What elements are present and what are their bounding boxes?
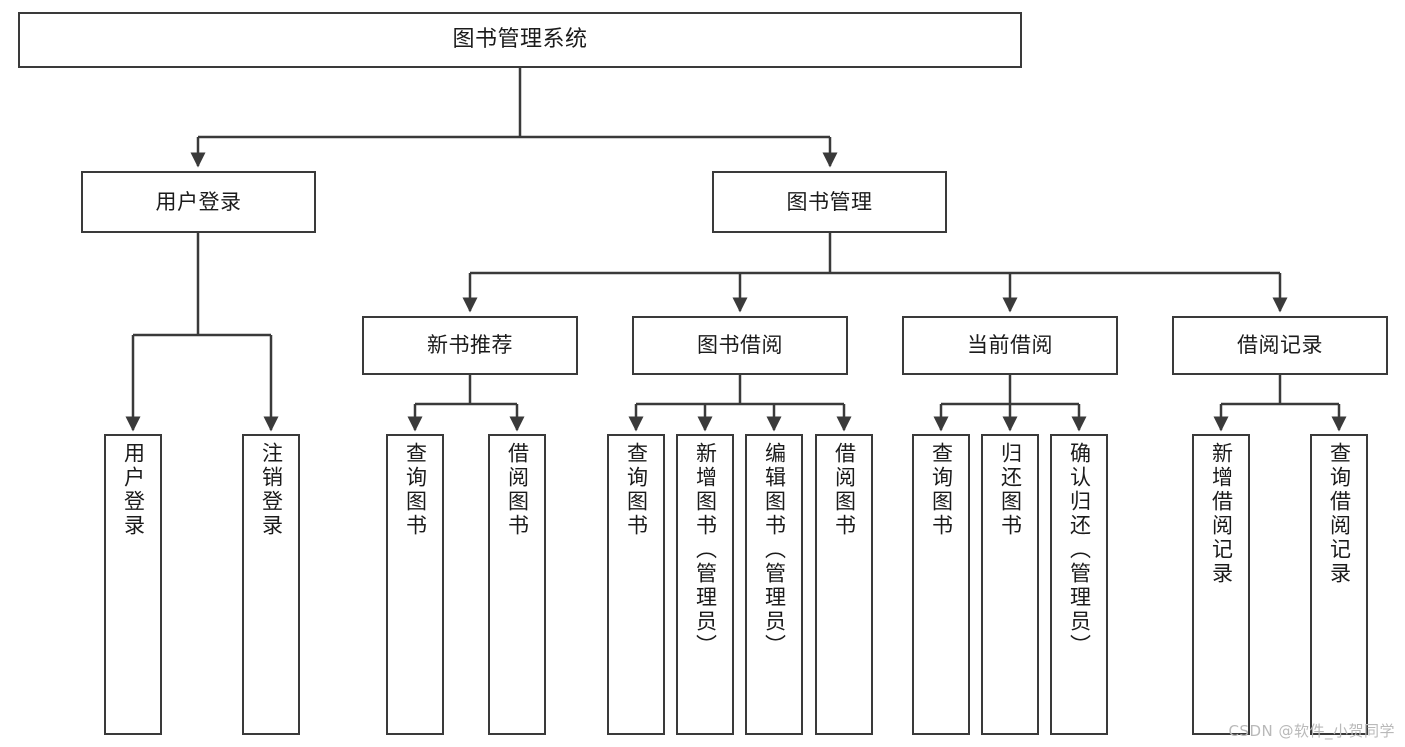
- node-label: 新书推荐: [427, 333, 513, 358]
- node-label: 查询图书: [403, 442, 428, 538]
- node-label: 新增图书（管理员）: [693, 442, 718, 658]
- node-borrow-record[interactable]: 借阅记录: [1172, 316, 1388, 375]
- leaf-new-book-borrow-book[interactable]: 借阅图书: [488, 434, 546, 735]
- node-label: 借阅图书: [505, 442, 530, 538]
- node-label: 图书借阅: [697, 333, 783, 358]
- node-label: 归还图书: [998, 442, 1023, 538]
- leaf-book-borrow-add-book-admin[interactable]: 新增图书（管理员）: [676, 434, 734, 735]
- node-label: 新增借阅记录: [1209, 442, 1234, 586]
- node-label: 查询图书: [929, 442, 954, 538]
- leaf-current-borrow-return-book[interactable]: 归还图书: [981, 434, 1039, 735]
- node-label: 借阅图书: [832, 442, 857, 538]
- leaf-book-borrow-query-book[interactable]: 查询图书: [607, 434, 665, 735]
- leaf-current-borrow-confirm-return-admin[interactable]: 确认归还（管理员）: [1050, 434, 1108, 735]
- node-current-borrow[interactable]: 当前借阅: [902, 316, 1118, 375]
- node-label: 确认归还（管理员）: [1067, 442, 1092, 658]
- leaf-current-borrow-query-book[interactable]: 查询图书: [912, 434, 970, 735]
- node-root-library-system[interactable]: 图书管理系统: [18, 12, 1022, 68]
- node-label: 当前借阅: [967, 333, 1053, 358]
- leaf-new-book-query-book[interactable]: 查询图书: [386, 434, 444, 735]
- leaf-user-login-login[interactable]: 用户登录: [104, 434, 162, 735]
- node-label: 查询借阅记录: [1327, 442, 1352, 586]
- leaf-book-borrow-borrow-book[interactable]: 借阅图书: [815, 434, 873, 735]
- node-label: 用户登录: [121, 442, 146, 538]
- node-book-borrow[interactable]: 图书借阅: [632, 316, 848, 375]
- leaf-user-login-logout[interactable]: 注销登录: [242, 434, 300, 735]
- node-user-login[interactable]: 用户登录: [81, 171, 316, 233]
- node-label: 借阅记录: [1237, 333, 1323, 358]
- leaf-book-borrow-edit-book-admin[interactable]: 编辑图书（管理员）: [745, 434, 803, 735]
- node-label: 图书管理: [786, 189, 873, 214]
- node-label: 编辑图书（管理员）: [762, 442, 787, 658]
- node-book-manage[interactable]: 图书管理: [712, 171, 947, 233]
- node-label: 图书管理系统: [452, 27, 588, 53]
- leaf-borrow-record-query-record[interactable]: 查询借阅记录: [1310, 434, 1368, 735]
- node-label: 注销登录: [259, 442, 284, 538]
- node-label: 用户登录: [155, 189, 242, 214]
- node-label: 查询图书: [624, 442, 649, 538]
- leaf-borrow-record-add-record[interactable]: 新增借阅记录: [1192, 434, 1250, 735]
- node-new-book-recommend[interactable]: 新书推荐: [362, 316, 578, 375]
